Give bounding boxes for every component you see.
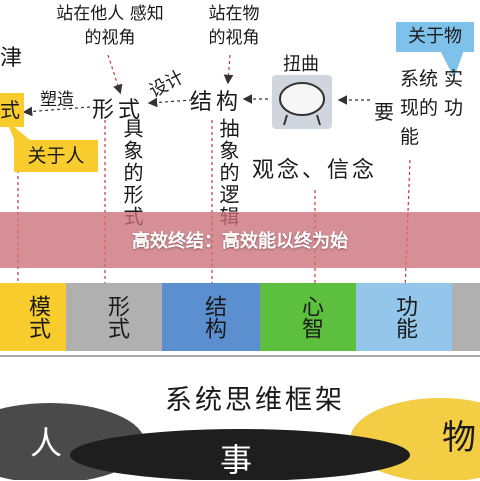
person-label: 人	[30, 424, 63, 462]
left-partial-text: 津	[0, 46, 23, 71]
chain-item-partial	[452, 283, 480, 351]
chain-item-label: 结构	[201, 295, 226, 339]
chain-item-function: 功能	[356, 283, 452, 351]
title-banner: 高效终结：高效能以终为始	[0, 212, 480, 268]
need-label: 要	[374, 100, 394, 124]
system-function-label: 系统 实现的 功能	[400, 68, 464, 148]
concept-belief-text: 观念、信念	[252, 158, 378, 183]
object-label: 物	[442, 418, 476, 458]
chain-item-label: 形式	[104, 295, 129, 339]
structure-vertical-text: 抽象的逻辑	[216, 118, 240, 228]
chain-item-label: 模式	[25, 295, 50, 339]
banner-text: 高效终结：高效能以终为始	[132, 231, 348, 252]
chain-item-label: 功能	[392, 295, 417, 339]
chain-item-structure: 结构	[162, 283, 264, 351]
mode-partial-tag: 式	[0, 93, 24, 127]
twist-label: 扭曲	[283, 54, 319, 75]
framework-title: 系统思维框架	[165, 385, 345, 416]
chain-item-form: 形式	[66, 283, 166, 351]
chain-item-mode: 模式	[0, 283, 74, 351]
shape-label: 塑造	[40, 90, 74, 110]
object-view-label: 站在物 的视角	[208, 4, 260, 48]
structure-node: 结构	[190, 90, 243, 115]
form-vertical-text: 具象的形式	[120, 118, 144, 228]
about-object-pointer	[440, 50, 464, 78]
form-node: 形式	[92, 98, 145, 123]
design-label: 设计	[145, 66, 188, 103]
chain-item-mind: 心智	[260, 283, 360, 351]
framework-ellipses	[0, 398, 480, 480]
about-person-pointer	[6, 120, 30, 144]
matter-label: 事	[220, 441, 253, 479]
about-object-tag: 关于物	[396, 22, 474, 52]
mirror-icon	[279, 82, 325, 126]
about-person-tag: 关于人	[14, 140, 98, 172]
observer-view-label: 站在他人 感知的视角	[56, 4, 164, 48]
mirror-image	[272, 75, 332, 129]
chain-item-label: 心智	[298, 295, 323, 339]
matter-ellipse	[70, 429, 410, 480]
